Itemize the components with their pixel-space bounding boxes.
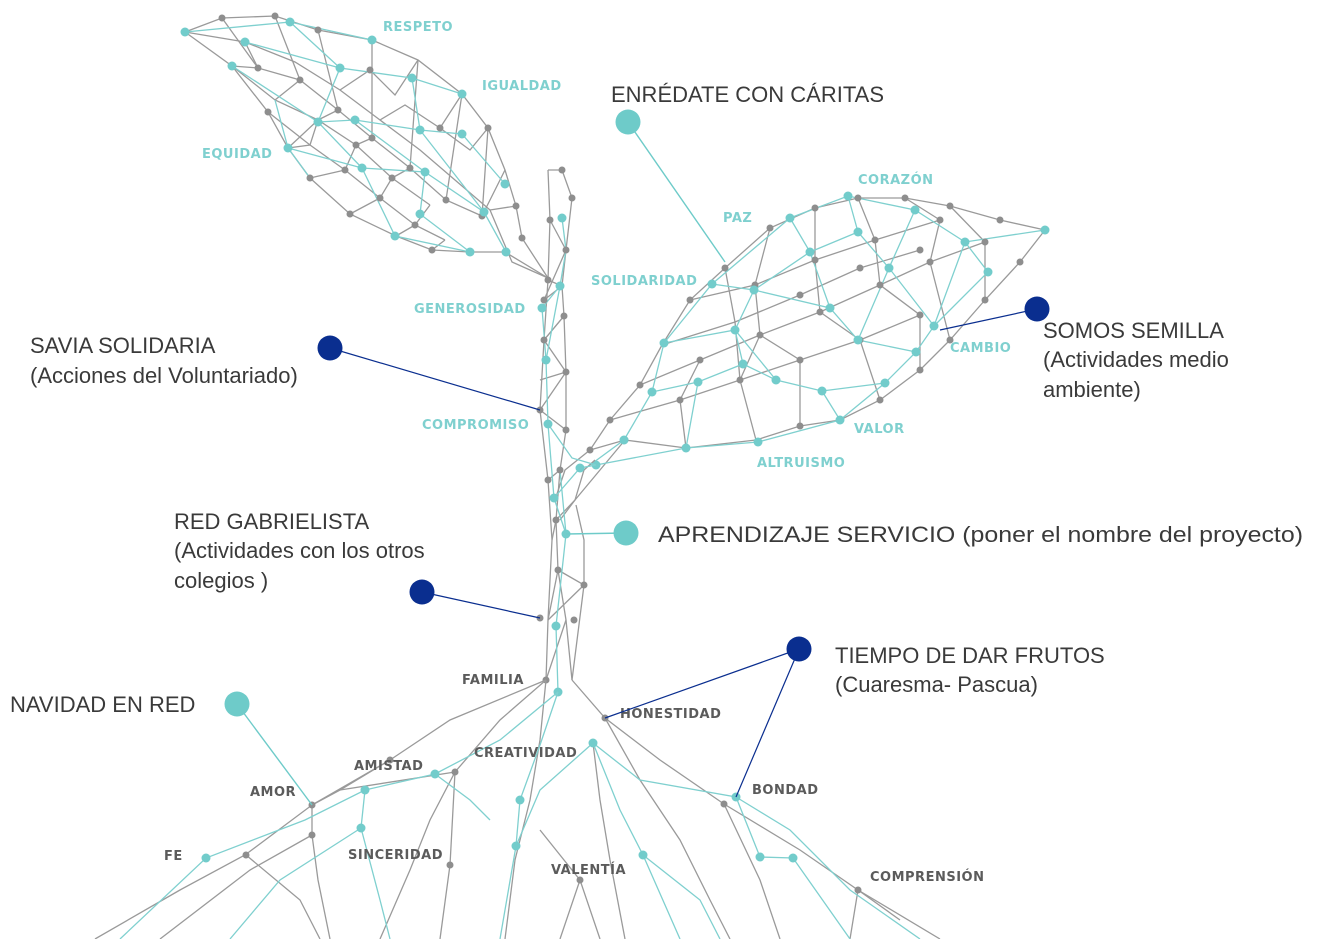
marker-red[interactable] (409, 579, 435, 605)
word-amor: AMOR (250, 785, 296, 800)
marker-tiempo[interactable] (786, 636, 812, 662)
connector-savia (329, 347, 541, 411)
connector-tiempo-a (604, 648, 800, 719)
leaf-word-labels: RESPETO IGUALDAD EQUIDAD CORAZÓN PAZ SOL… (202, 20, 1011, 471)
marker-aprendizaje[interactable] (613, 520, 639, 546)
word-compromiso: COMPROMISO (422, 418, 529, 433)
right-leaf-nodes (586, 191, 1050, 470)
callout-connectors (236, 121, 1038, 806)
word-paz: PAZ (723, 211, 752, 226)
marker-somos[interactable] (1024, 296, 1050, 322)
word-igualdad: IGUALDAD (482, 79, 562, 94)
callout-aprendizaje-title: APRENDIZAJE SERVICIO (poner el nombre de… (658, 522, 1303, 547)
stem-nodes (536, 166, 588, 697)
root-nodes (201, 714, 862, 894)
callout-tiempo-title: TIEMPO DE DAR FRUTOS (835, 643, 1105, 668)
marker-navidad[interactable] (224, 691, 250, 717)
word-comprension: COMPRENSIÓN (870, 869, 984, 885)
callout-somos-subtitle-2: ambiente) (1043, 377, 1141, 402)
connector-navidad (236, 703, 313, 806)
connector-red (421, 591, 541, 619)
left-leaf-network (180, 12, 549, 279)
word-bondad: BONDAD (752, 783, 818, 798)
callout-savia-subtitle: (Acciones del Voluntariado) (30, 363, 298, 388)
marker-enredate[interactable] (615, 109, 641, 135)
callout-tiempo-subtitle: (Cuaresma- Pascua) (835, 672, 1038, 697)
word-valentia: VALENTÍA (551, 862, 626, 878)
word-generosidad: GENEROSIDAD (414, 302, 526, 317)
callout-enredate-title: ENRÉDATE CON CÁRITAS (611, 82, 884, 107)
callout-red-subtitle-1: (Actividades con los otros (174, 538, 425, 563)
word-creatividad: CREATIVIDAD (474, 746, 577, 761)
callout-somos-title: SOMOS SEMILLA (1043, 318, 1224, 343)
word-altruismo: ALTRUISMO (757, 456, 845, 471)
callout-labels: ENRÉDATE CON CÁRITAS SAVIA SOLIDARIA (Ac… (10, 82, 1303, 717)
stem-network (536, 166, 597, 697)
callout-navidad-title: NAVIDAD EN RED (10, 692, 195, 717)
word-valor: VALOR (854, 422, 905, 437)
callout-red-subtitle-2: colegios ) (174, 568, 268, 593)
word-solidaridad: SOLIDARIDAD (591, 274, 697, 289)
left-leaf-nodes (180, 12, 526, 257)
word-respeto: RESPETO (383, 20, 453, 35)
connector-somos (939, 308, 1038, 331)
word-equidad: EQUIDAD (202, 147, 272, 162)
callout-savia-title: SAVIA SOLIDARIA (30, 333, 216, 358)
right-leaf-network (554, 191, 1050, 521)
callout-markers (224, 109, 1050, 717)
callout-red-title: RED GABRIELISTA (174, 509, 370, 534)
word-amistad: AMISTAD (354, 759, 423, 774)
word-fe: FE (164, 849, 183, 864)
root-network (94, 679, 941, 939)
word-honestidad: HONESTIDAD (620, 707, 721, 722)
connector-enredate (627, 121, 726, 263)
word-cambio: CAMBIO (950, 341, 1011, 356)
word-sinceridad: SINCERIDAD (348, 848, 443, 863)
word-corazon: CORAZÓN (858, 172, 934, 188)
root-word-labels: FAMILIA HONESTIDAD AMISTAD CREATIVIDAD A… (164, 673, 984, 885)
word-familia: FAMILIA (462, 673, 524, 688)
connector-tiempo-b (735, 648, 800, 798)
callout-somos-subtitle-1: (Actividades medio (1043, 347, 1229, 372)
marker-savia[interactable] (317, 335, 343, 361)
